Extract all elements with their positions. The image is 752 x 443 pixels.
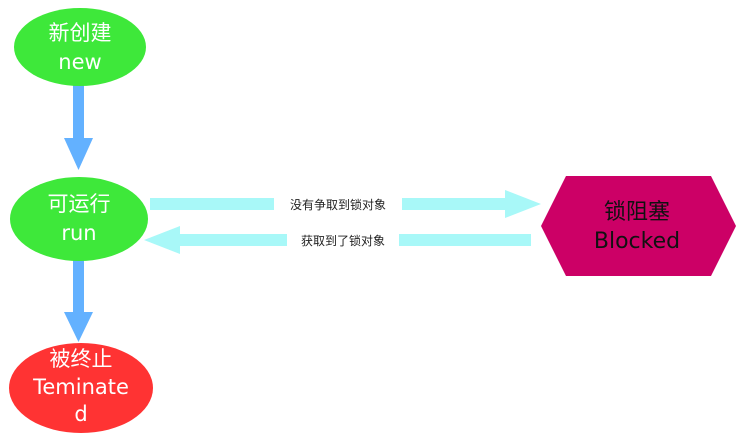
node-blocked-label-cn: 锁阻塞 xyxy=(604,200,670,225)
node-blocked-shape xyxy=(541,176,736,276)
node-terminated-shape xyxy=(9,343,153,433)
arrow-run-to-blocked-head xyxy=(505,190,541,218)
node-terminated-label-en: Teminate xyxy=(32,375,129,399)
node-new-shape xyxy=(14,8,146,86)
node-new: 新创建 new xyxy=(14,8,146,86)
edge-label-blocked-to-run: 获取到了锁对象 xyxy=(287,231,399,249)
node-run-shape xyxy=(10,177,148,261)
arrow-run-to-terminated-head xyxy=(64,312,93,342)
arrow-new-to-run xyxy=(64,84,93,170)
edge-label-run-to-blocked: 没有争取到锁对象 xyxy=(274,195,402,213)
edge-label-blocked-to-run-text: 获取到了锁对象 xyxy=(301,233,385,248)
node-blocked: 锁阻塞 Blocked xyxy=(541,176,736,276)
node-run: 可运行 run xyxy=(10,177,148,261)
arrow-run-to-terminated xyxy=(64,257,93,342)
node-new-label-cn: 新创建 xyxy=(49,21,112,45)
node-terminated-label-en-wrap: d xyxy=(74,402,87,426)
arrow-blocked-to-run-head xyxy=(144,226,180,254)
node-blocked-label-en: Blocked xyxy=(594,229,680,254)
node-terminated: 被终止 Teminate d xyxy=(9,343,153,433)
node-new-label-en: new xyxy=(58,50,101,74)
node-terminated-label-cn: 被终止 xyxy=(50,347,113,371)
node-run-label-en: run xyxy=(61,221,96,245)
arrow-run-to-terminated-shaft xyxy=(73,257,84,319)
edge-label-run-to-blocked-text: 没有争取到锁对象 xyxy=(290,197,386,212)
arrow-new-to-run-shaft xyxy=(73,84,84,142)
node-run-label-cn: 可运行 xyxy=(48,192,111,216)
arrow-new-to-run-head xyxy=(64,138,93,170)
